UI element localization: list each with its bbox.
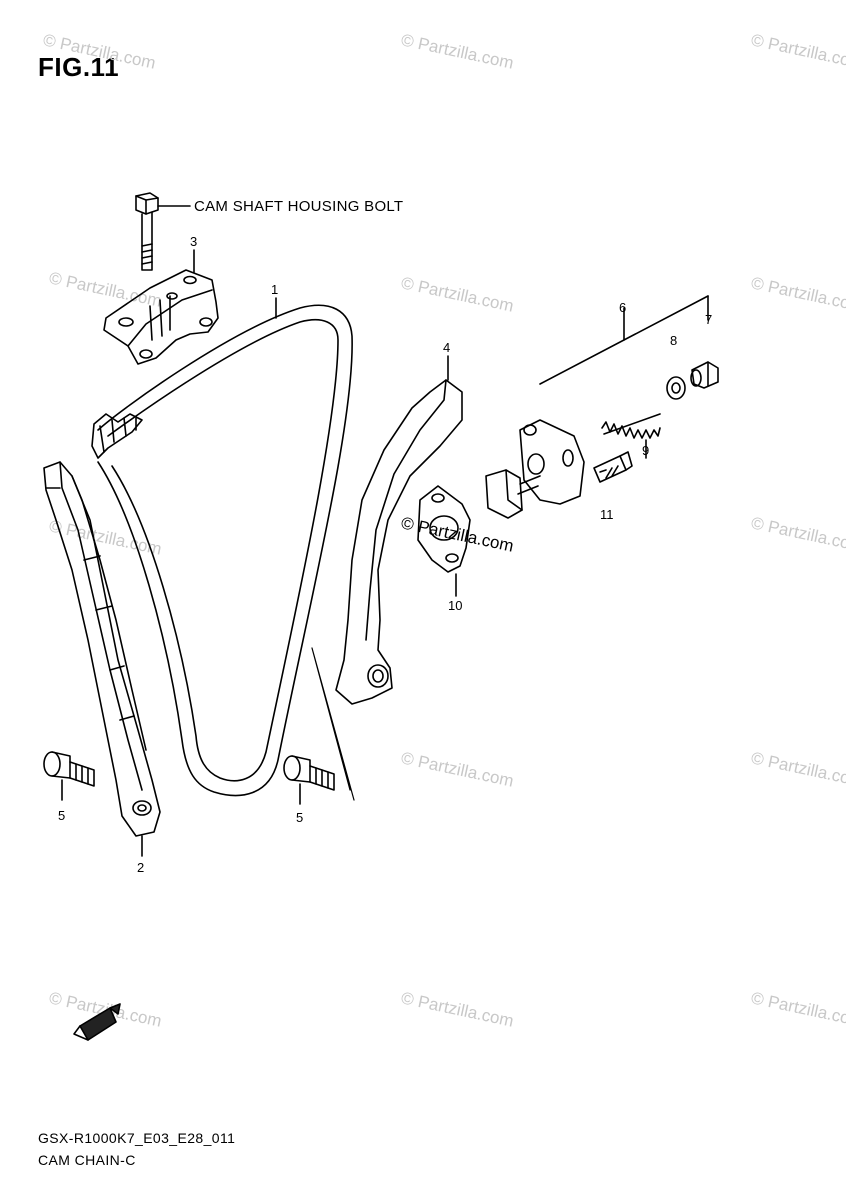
figure-title: FIG.11: [38, 52, 120, 82]
callout-10: 10: [448, 598, 463, 613]
callout-7: 7: [705, 312, 713, 327]
part-3-guide-bracket: [103, 269, 219, 365]
part-5-bolt-right: [283, 755, 335, 791]
part-8-washer: [666, 376, 686, 400]
part-11-tensioner-bolt: [593, 451, 633, 483]
part-5-bolt-left: [43, 751, 95, 787]
part-7-cap-bolt: [690, 361, 719, 389]
part-9-spring: [601, 413, 661, 439]
housing-bolt-label: CAM SHAFT HOUSING BOLT: [194, 198, 404, 215]
callout-8: 8: [670, 333, 678, 348]
footer-section-name: CAM CHAIN-C: [38, 1152, 136, 1168]
callout-11: 11: [600, 507, 614, 522]
callout-5-left: 5: [58, 808, 66, 823]
part-10-gasket: [417, 485, 471, 573]
part-4-chain-guide: [335, 379, 463, 705]
front-arrow-icon: [73, 1003, 121, 1041]
callout-9: 9: [642, 443, 650, 458]
callout-2: 2: [137, 860, 145, 875]
footer-model-code: GSX-R1000K7_E03_E28_011: [38, 1130, 236, 1146]
part-6-tensioner-assy: [485, 419, 585, 519]
housing-bolt: [135, 192, 159, 271]
callout-3: 3: [190, 234, 198, 249]
callout-6: 6: [619, 300, 627, 315]
part-1-cam-chain: [91, 304, 353, 797]
callout-4: 4: [443, 340, 451, 355]
callout-1: 1: [271, 282, 279, 297]
part-2-tensioner-guide: [43, 461, 161, 837]
guide-line: [311, 647, 355, 801]
callout-5-right: 5: [296, 810, 304, 825]
